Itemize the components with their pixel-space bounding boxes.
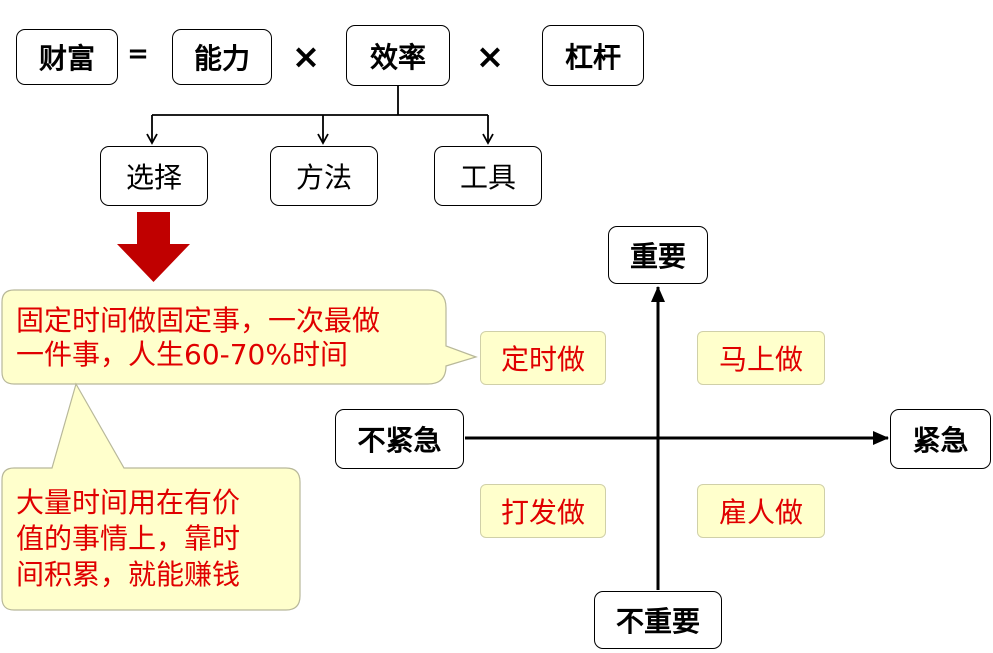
leverage-box: 杠杆 xyxy=(542,25,644,86)
ability-box: 能力 xyxy=(172,29,272,85)
tool-box: 工具 xyxy=(434,146,542,206)
label-not-important: 不重要 xyxy=(594,591,722,649)
red-down-arrow-icon xyxy=(117,212,190,282)
wealth-box: 财富 xyxy=(16,29,118,85)
quadrant-delegate: 雇人做 xyxy=(697,484,825,538)
callout-bottom-bubble xyxy=(1,382,301,611)
label-urgent: 紧急 xyxy=(890,409,991,469)
quadrant-do-now: 马上做 xyxy=(697,331,825,385)
callout-bottom-text-line2: 值的事情上，靠时 xyxy=(16,522,241,555)
label-not-urgent: 不紧急 xyxy=(335,409,464,469)
quadrant-schedule: 定时做 xyxy=(480,331,606,385)
callout-top-text-line2: 一件事，人生60-70%时间 xyxy=(16,338,348,371)
callout-bottom-text-line3: 间积累，就能赚钱 xyxy=(16,558,241,591)
callout-top-text-line1: 固定时间做固定事，一次最做 xyxy=(16,304,381,337)
multiply-sign-1: × xyxy=(291,37,321,77)
choice-box: 选择 xyxy=(100,146,208,206)
callout-top-bubble xyxy=(1,289,478,385)
multiply-sign-2: × xyxy=(475,37,505,77)
label-important: 重要 xyxy=(608,226,708,284)
callout-bottom-text-line1: 大量时间用在有价 xyxy=(16,486,241,519)
method-box: 方法 xyxy=(270,146,378,206)
efficiency-box: 效率 xyxy=(346,25,450,86)
equals-sign: = xyxy=(127,39,149,69)
quadrant-dismiss: 打发做 xyxy=(480,484,606,538)
